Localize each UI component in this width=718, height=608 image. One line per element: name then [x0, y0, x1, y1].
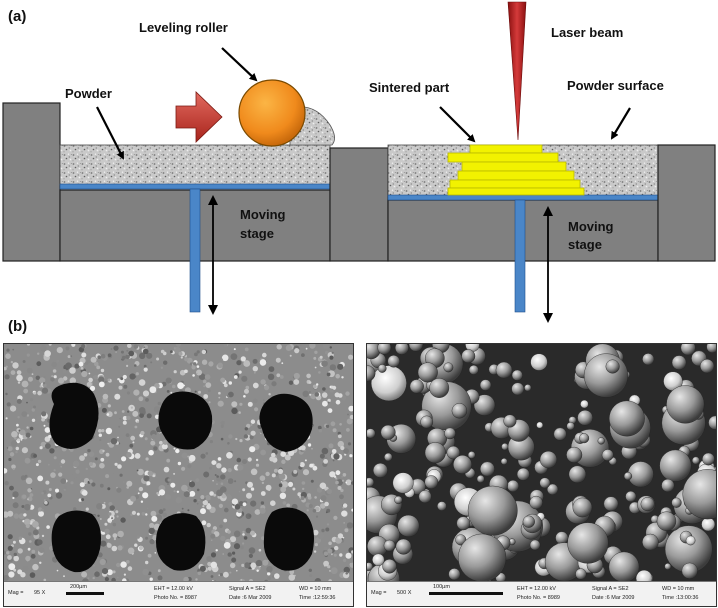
roller-pointer-arrow: [221, 47, 258, 82]
right-stage-plate: [387, 194, 659, 201]
sem-left-photo: Photo No. = 8987: [154, 595, 197, 601]
powder-label: Powder: [65, 86, 112, 101]
sem-left-scale-bar: [66, 592, 104, 595]
red-direction-arrow: [175, 91, 223, 143]
leveling-roller-label: Leveling roller: [139, 20, 228, 35]
sintered-pointer-arrow: [439, 106, 476, 143]
sem-right-scale: 100µm: [433, 584, 450, 590]
powder-surface-label: Powder surface: [567, 78, 664, 93]
sem-left-time: Time :12:59:36: [299, 595, 336, 601]
laser-beam: [507, 1, 527, 141]
sem-right-eht: EHT = 12.00 kV: [517, 586, 556, 592]
sem-left-mag-value: 95 X: [34, 590, 46, 596]
sem-right-wd: WD = 10 mm: [662, 586, 695, 592]
panel-a-label: (a): [8, 8, 27, 25]
sem-right-databar: Mag = 500 X 100µm EHT = 12.00 kV Photo N…: [367, 581, 716, 606]
sem-right-mag: Mag =: [371, 590, 387, 596]
right-wall-block: [657, 144, 716, 262]
panel-b-label: (b): [8, 318, 28, 335]
laser-beam-label: Laser beam: [551, 25, 624, 40]
sem-left-texture: [4, 344, 353, 582]
left-wall-block: [2, 102, 61, 262]
left-moving-stage-label-line1: Moving: [240, 207, 286, 222]
sem-left-wd: WD = 10 mm: [299, 586, 332, 592]
sem-right-date: Date :6 Mar 2009: [592, 595, 635, 601]
sls-process-diagram: [2, 1, 716, 323]
sem-left-eht: EHT = 12.00 kV: [154, 586, 193, 592]
sem-left-mag: Mag =: [8, 590, 24, 596]
left-stage-rod: [189, 188, 201, 313]
sem-image-right: Mag = 500 X 100µm EHT = 12.00 kV Photo N…: [366, 343, 717, 607]
leveling-roller: [238, 79, 306, 147]
left-stage-plate: [59, 183, 331, 190]
right-double-arrow: [543, 206, 553, 323]
right-stage-rod: [514, 199, 526, 313]
sem-right-texture: [367, 344, 716, 582]
sem-right-scale-bar: [429, 592, 503, 595]
sem-left-signal: Signal A = SE2: [229, 586, 266, 592]
center-wall-block: [329, 147, 389, 262]
sintered-part: [447, 144, 585, 196]
right-moving-stage-label-line2: stage: [568, 237, 602, 252]
powder-pointer-arrow: [96, 106, 124, 160]
left-moving-stage-label-line2: stage: [240, 226, 274, 241]
sem-image-left: Mag = 95 X 200µm EHT = 12.00 kV Photo No…: [3, 343, 354, 607]
left-powder-bed: [59, 144, 331, 186]
surface-pointer-arrow: [610, 107, 631, 140]
sem-left-databar: Mag = 95 X 200µm EHT = 12.00 kV Photo No…: [4, 581, 353, 606]
sem-left-date: Date :6 Mar 2009: [229, 595, 272, 601]
left-double-arrow: [208, 195, 218, 315]
sem-right-mag-value: 500 X: [397, 590, 412, 596]
sem-right-photo: Photo No. = 8989: [517, 595, 560, 601]
sem-left-pores: [49, 382, 314, 573]
sem-left-scale: 200µm: [70, 584, 87, 590]
right-moving-stage-label-line1: Moving: [568, 219, 614, 234]
sem-right-signal: Signal A = SE2: [592, 586, 629, 592]
sem-right-time: Time :13:00:36: [662, 595, 699, 601]
sintered-part-label: Sintered part: [369, 80, 450, 95]
